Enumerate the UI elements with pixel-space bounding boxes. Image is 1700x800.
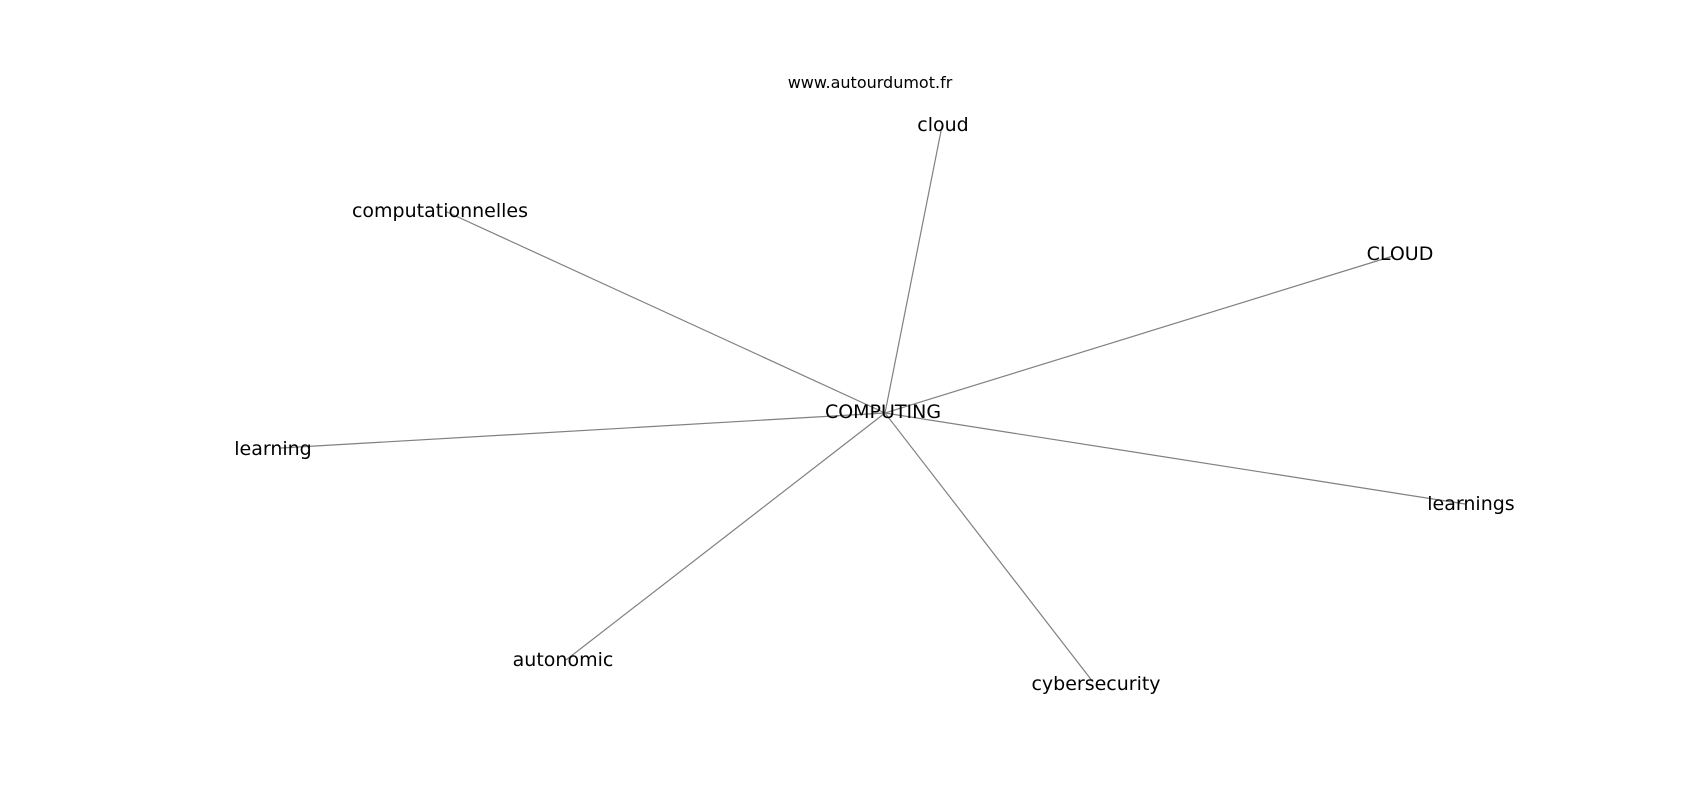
source-label[interactable]: www.autourdumot.fr — [788, 73, 953, 92]
edge-center-autonomic — [565, 412, 886, 661]
edges-layer — [280, 125, 1466, 683]
edge-center-learning — [280, 412, 886, 449]
edge-center-cloud-upper — [884, 255, 1394, 414]
edge-center-cybersecurity — [884, 412, 1094, 683]
node-label-cybersecurity[interactable]: cybersecurity — [1031, 673, 1160, 695]
edge-center-cloud — [884, 125, 943, 414]
edge-center-learnings — [884, 412, 1466, 505]
node-label-cloud-upper[interactable]: CLOUD — [1367, 243, 1434, 265]
node-label-computationnelles[interactable]: computationnelles — [352, 200, 528, 222]
node-label-cloud[interactable]: cloud — [917, 114, 968, 136]
node-label-autonomic[interactable]: autonomic — [513, 649, 614, 671]
edge-center-computationnelles — [446, 211, 886, 414]
center-node-label[interactable]: COMPUTING — [825, 401, 941, 423]
node-label-learnings[interactable]: learnings — [1427, 493, 1514, 515]
node-label-learning[interactable]: learning — [234, 438, 312, 460]
